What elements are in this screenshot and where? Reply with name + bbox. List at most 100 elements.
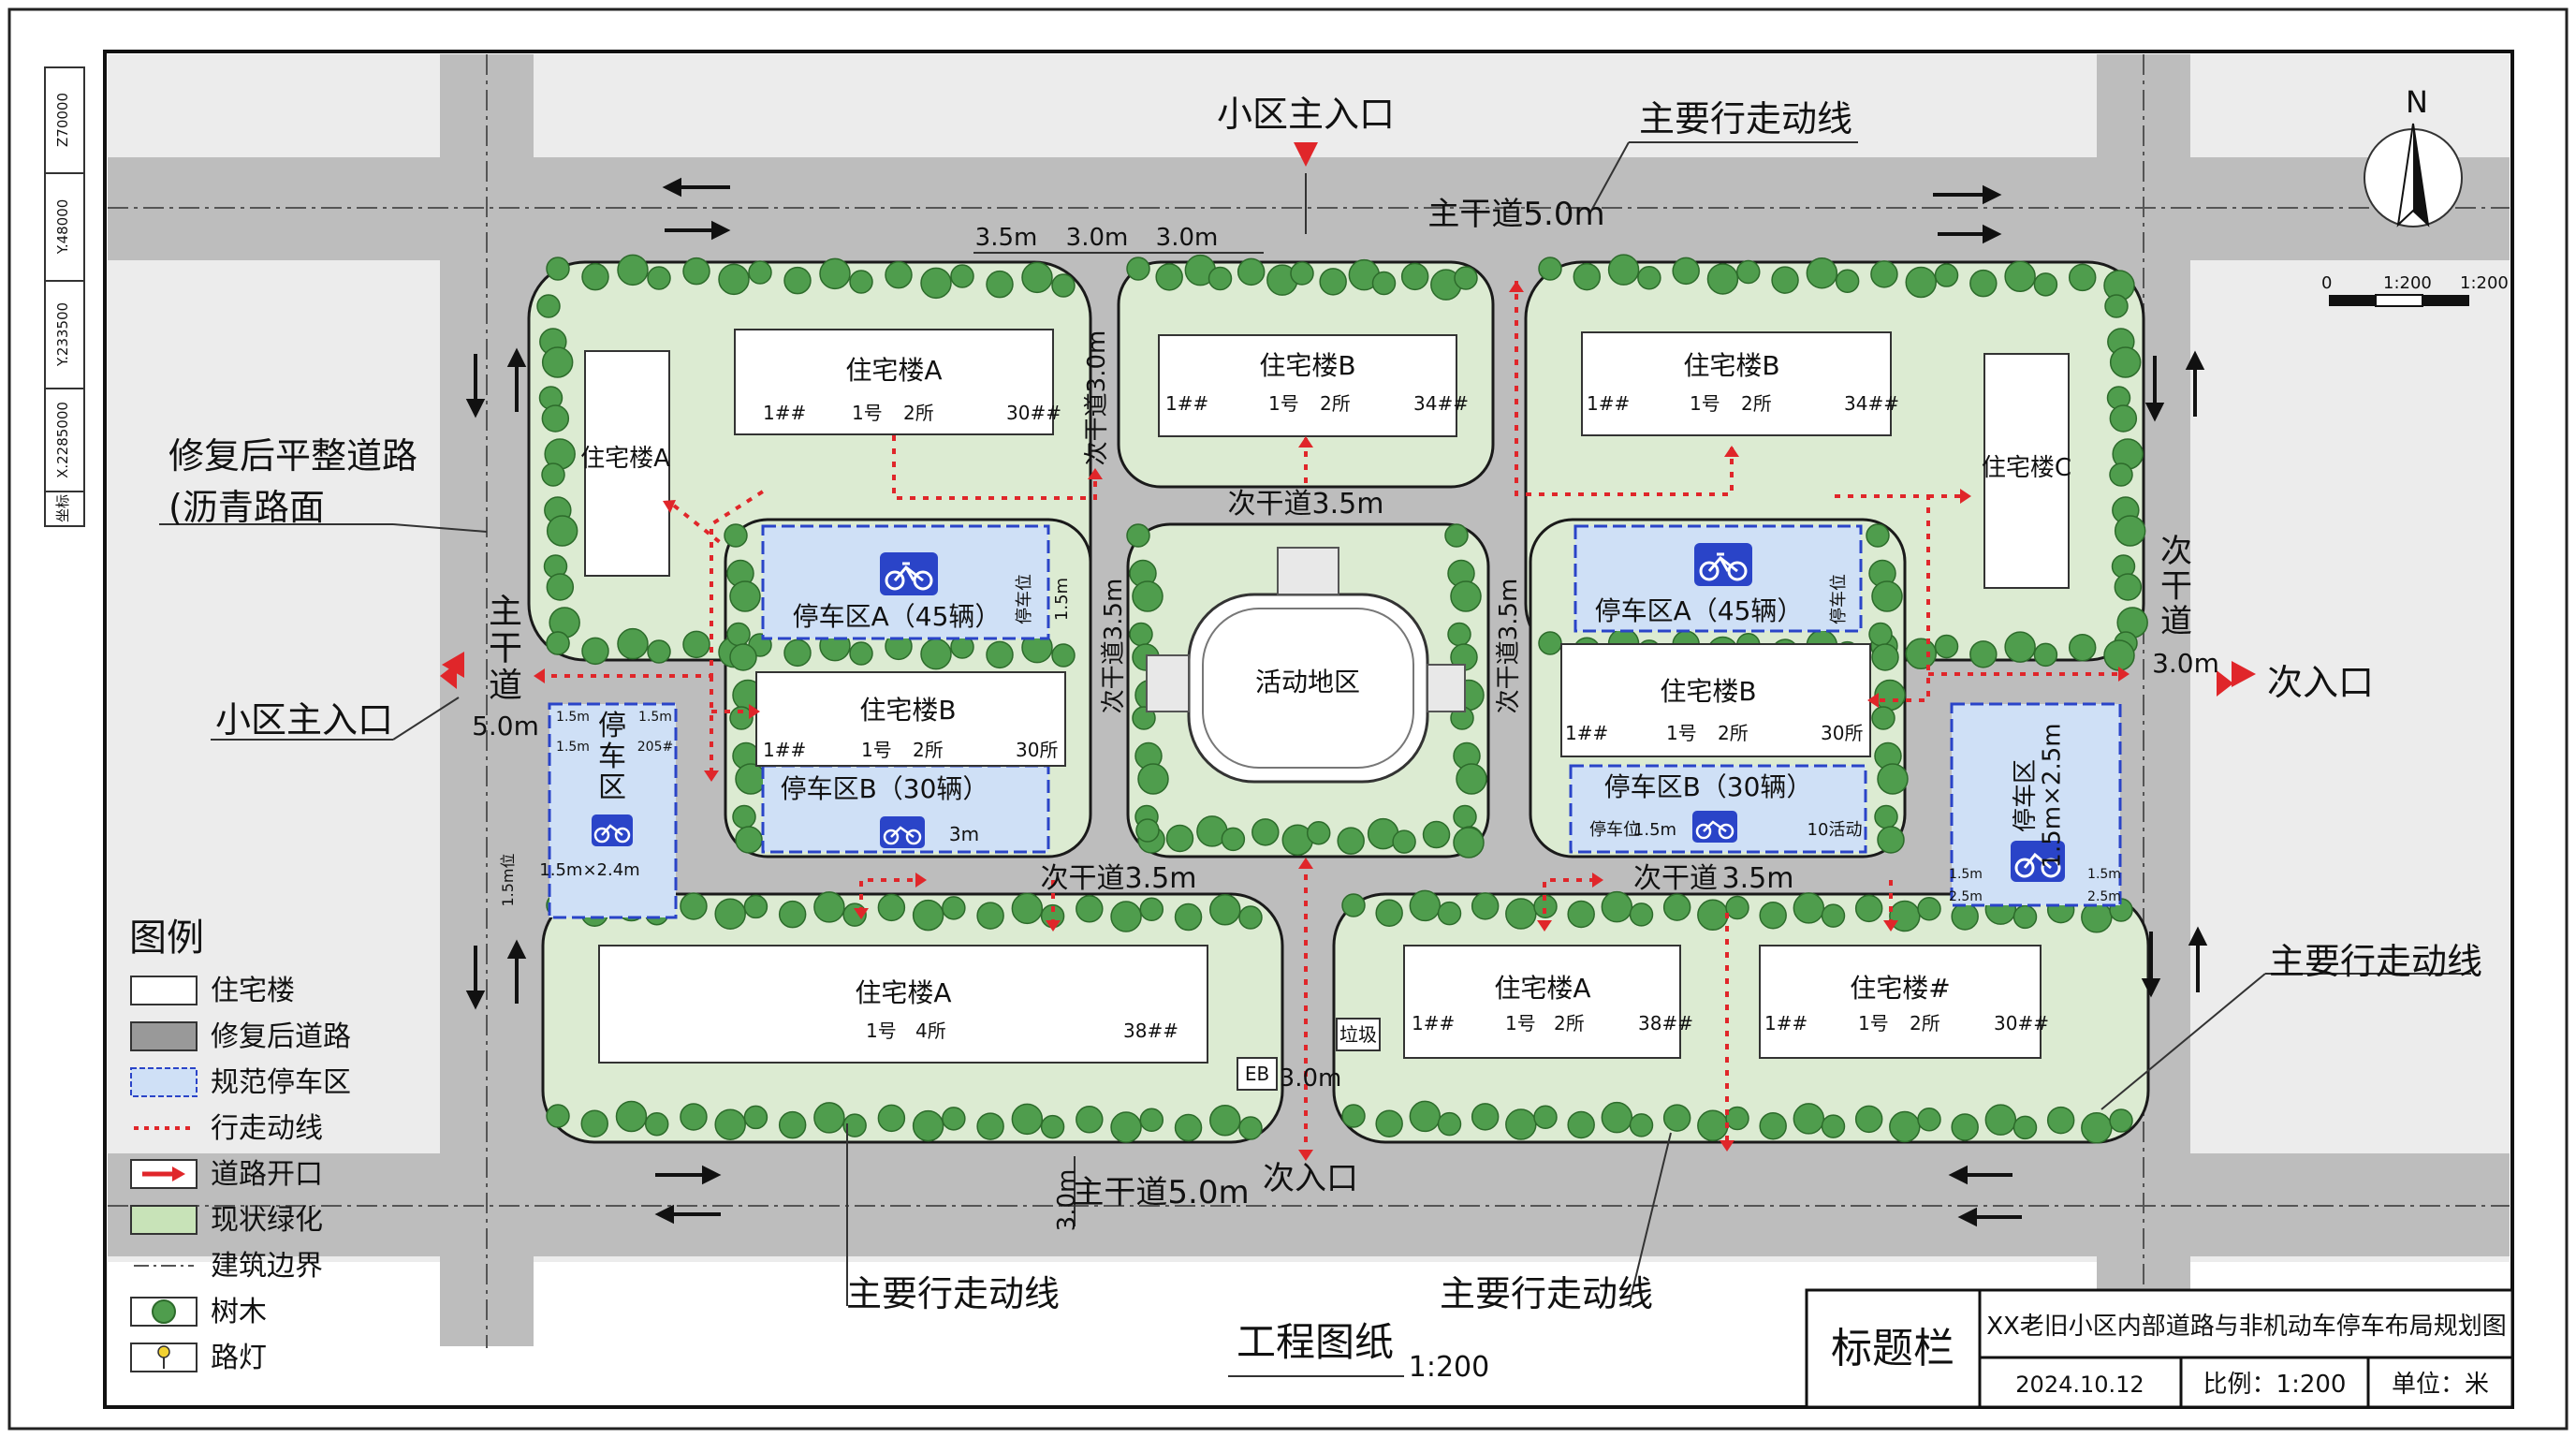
tree-icon bbox=[1697, 899, 1729, 932]
tree-icon bbox=[1132, 580, 1164, 612]
tree-icon bbox=[1137, 763, 1169, 795]
north-arrow: N bbox=[2364, 84, 2463, 227]
tree-icon bbox=[729, 706, 754, 730]
tree-icon bbox=[2109, 404, 2138, 433]
tree-icon bbox=[1409, 889, 1442, 922]
legend-item-7: 树木 bbox=[211, 1296, 267, 1328]
tree-icon bbox=[950, 264, 974, 288]
tree-icon bbox=[1251, 818, 1280, 846]
tree-icon bbox=[682, 257, 710, 286]
tree-icon bbox=[1821, 1114, 1846, 1138]
building-a-top-col2: 1号 bbox=[852, 402, 883, 424]
tree-icon bbox=[1209, 894, 1241, 926]
building-a-bottom-right-col1: 1## bbox=[1412, 1012, 1455, 1034]
tree-icon bbox=[2109, 462, 2133, 487]
tree-icon bbox=[735, 826, 763, 854]
bike-icon bbox=[592, 814, 633, 846]
legend-swatch-opening bbox=[130, 1159, 198, 1189]
tree-icon bbox=[1110, 901, 1142, 932]
tree-icon bbox=[617, 254, 649, 286]
tree-icon bbox=[877, 893, 906, 922]
tree-icon bbox=[1139, 897, 1164, 922]
tree-icon bbox=[1129, 622, 1153, 647]
secondary-road-mid-left-vertical: 次干道3.5m bbox=[1100, 579, 1128, 714]
tree-icon bbox=[783, 638, 812, 668]
tree-icon bbox=[1505, 898, 1537, 930]
tree-icon bbox=[1011, 892, 1044, 925]
bike-icons bbox=[592, 543, 2065, 882]
tree-icon bbox=[536, 294, 561, 318]
building-a-bottom-right bbox=[1403, 945, 1681, 1059]
tree-icon bbox=[1450, 580, 1482, 612]
tree-icon bbox=[1471, 1103, 1500, 1131]
legend-item-3: 行走动线 bbox=[211, 1112, 323, 1145]
scale-bar: 0 1:200 1:200 bbox=[2321, 273, 2509, 307]
tree-icon bbox=[724, 523, 748, 548]
tree-icon bbox=[1021, 261, 1053, 294]
parking-b-right-name: 停车区B（30辆） bbox=[1604, 771, 1813, 802]
tree-icon bbox=[1951, 1113, 1979, 1141]
scale-end: 1:200 bbox=[2460, 273, 2509, 293]
tree-icon bbox=[1871, 706, 1895, 730]
trash-station-b bbox=[1237, 1057, 1278, 1091]
grid-label-1: Y.48000 bbox=[54, 199, 71, 256]
tree-icon bbox=[714, 1108, 746, 1140]
tree-icon bbox=[1306, 820, 1331, 845]
road-opening-arrows bbox=[442, 142, 2256, 1161]
tree-icon bbox=[1629, 902, 1654, 927]
tree-icon bbox=[1290, 261, 1314, 286]
tree-icon bbox=[1871, 643, 1899, 671]
building-a-bottom-name: 住宅楼A bbox=[855, 977, 951, 1008]
tree-icon bbox=[546, 631, 570, 655]
building-hash-bottom-right-col1: 1## bbox=[1764, 1012, 1808, 1034]
parking-left-strip-size: 1.5m×2.4m bbox=[539, 860, 639, 880]
parking-right-strip-d1: 1.5m bbox=[2087, 867, 2121, 882]
tree-icon bbox=[1319, 268, 1347, 296]
building-b-top-col3: 2所 bbox=[1320, 392, 1351, 415]
tree-icon bbox=[581, 637, 609, 666]
tree-icon bbox=[813, 891, 845, 923]
tree-icon bbox=[1409, 1100, 1442, 1133]
tree-icon bbox=[1341, 1104, 1366, 1128]
parking-a-left-name: 停车区A（45辆） bbox=[793, 601, 1002, 632]
building-hash-bottom-right-name: 住宅楼# bbox=[1850, 973, 1950, 1004]
building-hash-bottom-right-col2: 1号 bbox=[1858, 1012, 1889, 1034]
building-b-mid-right-col2: 1号 bbox=[1666, 722, 1697, 744]
tree-icon bbox=[726, 622, 751, 647]
tree-icon bbox=[1871, 580, 1903, 612]
building-a-top-name: 住宅楼A bbox=[845, 355, 942, 386]
tree-icon bbox=[1771, 266, 1799, 294]
tree-icon bbox=[1806, 257, 1838, 289]
legend-item-1: 修复后道路 bbox=[211, 1020, 351, 1053]
tree-icon bbox=[778, 1110, 807, 1139]
building-a-bottom-right-name: 住宅楼A bbox=[1494, 973, 1590, 1004]
tree-icon bbox=[1835, 269, 1860, 294]
tree-icon bbox=[842, 1113, 867, 1137]
legend-title: 图例 bbox=[129, 917, 204, 960]
tree-icon bbox=[729, 643, 757, 671]
tree-icon bbox=[1889, 1110, 1921, 1143]
secondary-entrance-right: 次入口 bbox=[2267, 662, 2374, 703]
tree-icon bbox=[1238, 905, 1263, 930]
tree-icon bbox=[1533, 1105, 1558, 1129]
trees-layer bbox=[536, 254, 2148, 1144]
building-a-top-col3: 2所 bbox=[903, 402, 934, 424]
building-b-top-right-name: 住宅楼B bbox=[1683, 350, 1779, 381]
bike-icon bbox=[1692, 811, 1737, 843]
tree-icon bbox=[1969, 269, 1998, 298]
title-block-label: 标题栏 bbox=[1831, 1325, 1954, 1372]
building-b-mid-left-col4: 30所 bbox=[1016, 739, 1058, 761]
tree-icon bbox=[1422, 820, 1451, 849]
tree-icon bbox=[1889, 900, 1921, 932]
parking-right-strip-d4: 2.5m bbox=[1949, 889, 1983, 904]
building-a-bottom-col2: 4所 bbox=[915, 1020, 946, 1042]
tree-icon bbox=[1874, 679, 1906, 712]
tree-icon bbox=[1454, 266, 1478, 290]
tree-icon bbox=[1437, 901, 1462, 926]
tree-icon bbox=[644, 1111, 669, 1137]
main-entrance-top-label: 小区主入口 bbox=[1217, 94, 1395, 135]
tree-icon bbox=[2033, 272, 2058, 297]
tree-icon bbox=[541, 404, 570, 433]
building-boundary-lines bbox=[108, 54, 2510, 1348]
